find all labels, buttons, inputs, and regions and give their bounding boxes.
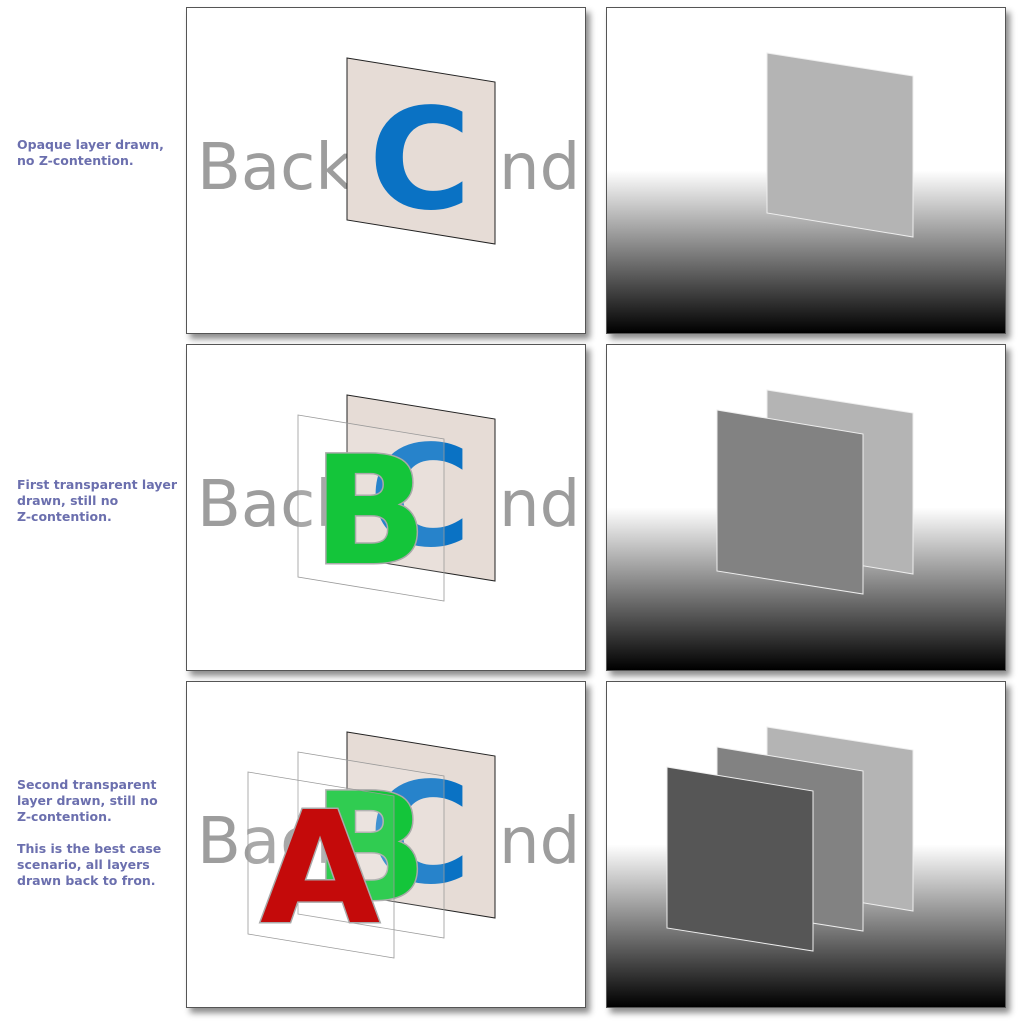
transparent-layer-1: B <box>297 414 445 602</box>
opaque-plane <box>346 394 496 582</box>
depth-plane-transparent-1 <box>716 409 864 595</box>
transparent-plane-1 <box>297 751 445 939</box>
letter-c: C <box>369 416 472 579</box>
depth-panel-1 <box>606 7 1006 334</box>
transparent-plane-1 <box>297 414 445 602</box>
row-3-caption: Second transparent layer drawn, still no… <box>17 777 179 889</box>
note-line: drawn back to fron. <box>17 873 156 888</box>
caption-line: Second transparent <box>17 777 157 792</box>
depth-plane-transparent-2 <box>666 766 814 952</box>
letter-c: C <box>369 79 472 242</box>
caption-line: First transparent layer <box>17 477 178 492</box>
row-1-caption: Opaque layer drawn, no Z-contention. <box>17 137 179 169</box>
background-word-right: nd <box>499 805 580 879</box>
background-word-right: nd <box>499 131 580 205</box>
opaque-layer: C <box>346 57 496 245</box>
caption-line: drawn, still no <box>17 493 119 508</box>
opaque-plane <box>346 731 496 919</box>
transparent-layer-2: A <box>247 771 395 961</box>
background-word-left: Back <box>197 468 352 542</box>
letter-b: B <box>313 762 427 936</box>
depth-plane-opaque <box>766 52 914 238</box>
note-line: scenario, all layers <box>17 857 150 872</box>
letter-a: A <box>260 778 380 959</box>
depth-panel-2 <box>606 344 1006 671</box>
background-word-right: nd <box>499 468 580 542</box>
letter-c: C <box>369 753 472 916</box>
letter-b: B <box>313 425 427 599</box>
caption-line: no Z-contention. <box>17 153 134 168</box>
background-word-left: Back <box>197 805 352 879</box>
transparent-plane-2 <box>247 771 395 959</box>
opaque-plane <box>346 57 496 245</box>
transparent-layer-1: B <box>297 751 445 939</box>
caption-line: layer drawn, still no <box>17 793 158 808</box>
note-line: This is the best case <box>17 841 162 856</box>
opaque-layer: C <box>346 394 496 582</box>
background-word-left: Back <box>197 131 352 205</box>
scene-panel-first-transparent: Back nd C B <box>186 344 586 671</box>
scene-panel-opaque: Back nd C <box>186 7 586 334</box>
caption-line: Opaque layer drawn, <box>17 137 164 152</box>
depth-panel-3 <box>606 681 1006 1008</box>
opaque-layer: C <box>346 731 496 919</box>
caption-line: Z-contention. <box>17 509 112 524</box>
scene-panel-second-transparent: Back nd C B A <box>186 681 586 1008</box>
row-2-caption: First transparent layer drawn, still no … <box>17 477 179 525</box>
caption-line: Z-contention. <box>17 809 112 824</box>
